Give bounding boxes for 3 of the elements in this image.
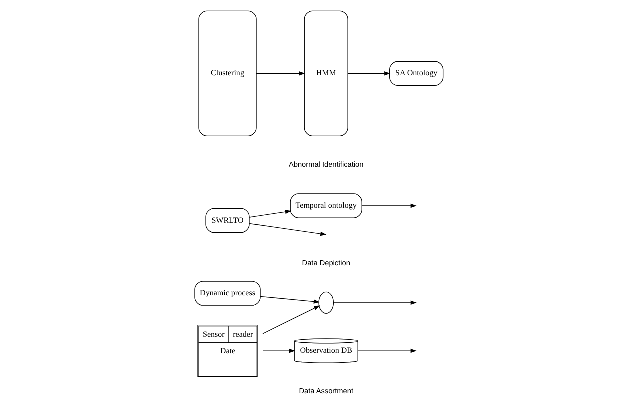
label: Data Depiction — [302, 258, 350, 268]
label: Abnormal Identification — [288, 160, 364, 170]
label: Data Assortment — [298, 386, 354, 396]
